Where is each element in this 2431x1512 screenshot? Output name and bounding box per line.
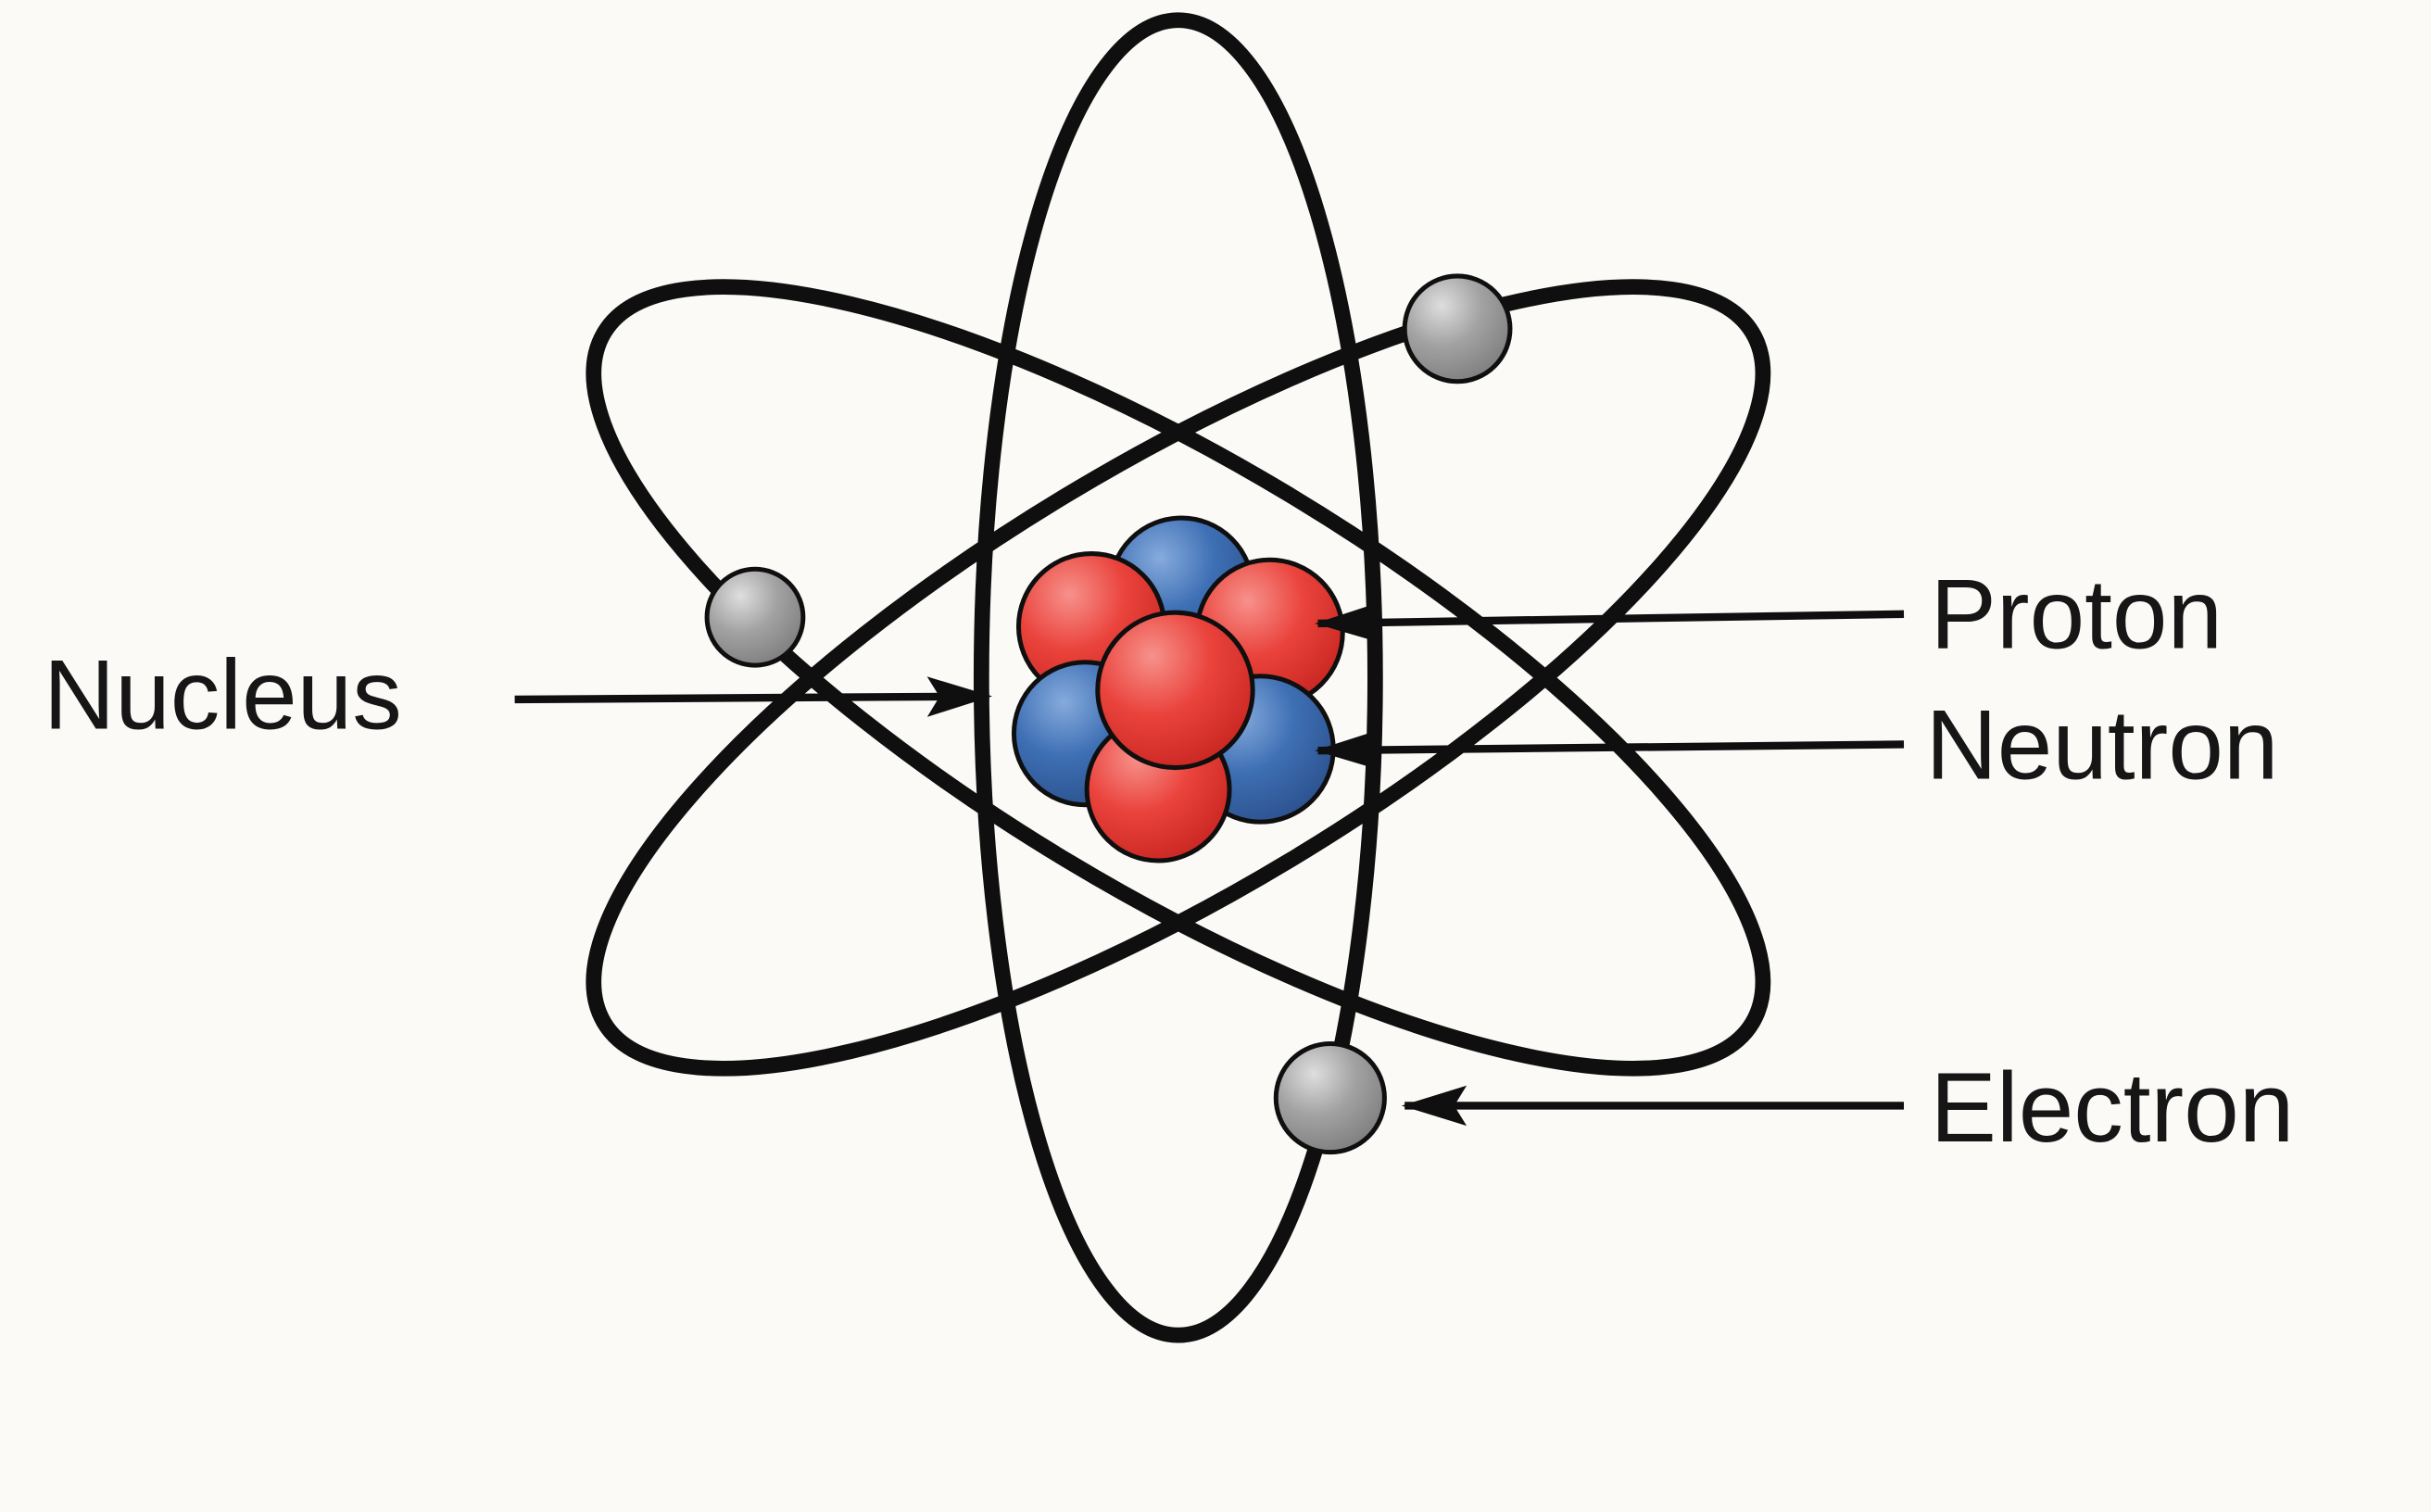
nucleus <box>1011 515 1345 863</box>
proton-arrow <box>1315 602 1905 643</box>
proton-label: Proton <box>1930 559 2223 670</box>
orbit-diagonal-ascending <box>586 279 1771 1077</box>
nucleus-arrow <box>514 676 993 717</box>
electron-label: Electron <box>1930 1052 2294 1163</box>
electron-sphere <box>1402 273 1513 384</box>
electron-sphere <box>1273 1040 1387 1155</box>
neutron-label: Neutron <box>1925 688 2278 800</box>
orbit-diagonal-descending <box>586 279 1771 1077</box>
proton-sphere <box>1095 610 1255 771</box>
electron-sphere <box>704 566 806 668</box>
neutron-arrow <box>1315 729 1905 771</box>
nucleus-label: Nucleus <box>44 639 402 750</box>
